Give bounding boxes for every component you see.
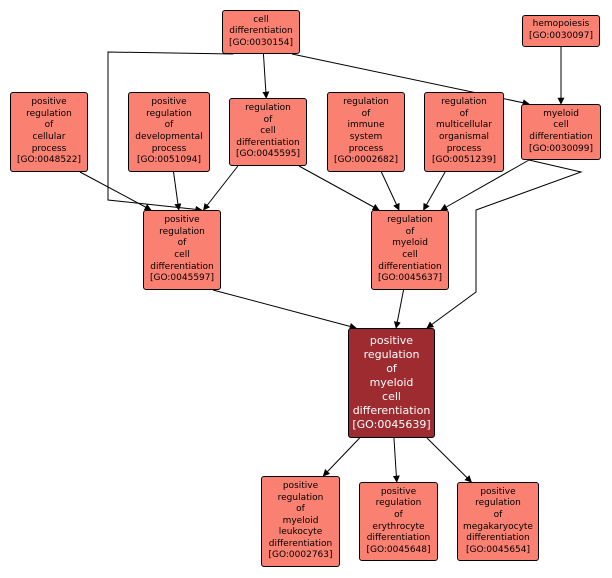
node-regulation-of-immune-system-process[interactable]: regulation of immune system process [GO:… [327,92,405,172]
node-regulation-of-multicellular-organismal-process[interactable]: regulation of multicellular organismal p… [424,92,504,172]
node-regulation-of-myeloid-cell-differentiation[interactable]: regulation of myeloid cell differentiati… [371,210,449,290]
edge-n0045637-to-n0045639 [393,289,405,329]
node-positive-regulation-of-cellular-process[interactable]: positive regulation of cellular process … [10,92,88,172]
node-cell-differentiation[interactable]: cell differentiation [GO:0030154] [222,10,300,54]
edge-n0051094-to-n0045597 [173,171,182,211]
edge-n0045595-to-n0045597 [203,165,239,211]
node-regulation-of-cell-differentiation[interactable]: regulation of cell differentiation [GO:0… [229,98,307,166]
node-positive-regulation-of-myeloid-cell-differentiation[interactable]: positive regulation of myeloid cell diff… [348,328,435,438]
edge-n0048522-to-n0045597 [79,171,152,211]
node-myeloid-cell-differentiation[interactable]: myeloid cell differentiation [GO:0030099… [521,104,601,160]
node-positive-regulation-of-erythrocyte-differentiation[interactable]: positive regulation of erythrocyte diffe… [359,482,438,561]
node-positive-regulation-of-developmental-process[interactable]: positive regulation of developmental pro… [128,92,210,172]
edge-n0045639-to-n0045654 [426,437,472,483]
edge-n0045597-to-n0045639 [212,289,357,330]
edge-n0002682-to-n0045637 [380,171,400,211]
node-hemopoiesis[interactable]: hemopoiesis [GO:0030097] [522,15,600,47]
node-positive-regulation-of-cell-differentiation[interactable]: positive regulation of cell differentiat… [143,210,221,290]
edge-n0030099-to-n0045637 [440,159,530,211]
edge-n0030154-to-n0045597 [107,51,234,213]
edge-n0030154-to-n0045595 [262,53,270,99]
edge-n0045595-to-n0045637 [298,165,380,211]
node-positive-regulation-of-myeloid-leukocyte-differentiation[interactable]: positive regulation of myeloid leukocyte… [261,476,340,567]
edge-n0051239-to-n0045637 [423,171,446,211]
node-positive-regulation-of-megakaryocyte-differentiation[interactable]: positive regulation of megakaryocyte dif… [457,482,539,561]
edge-n0045639-to-n0045648 [392,437,400,483]
edge-n0045639-to-n0002763 [322,437,361,477]
edge-n0030099-to-n0045639 [426,159,583,329]
